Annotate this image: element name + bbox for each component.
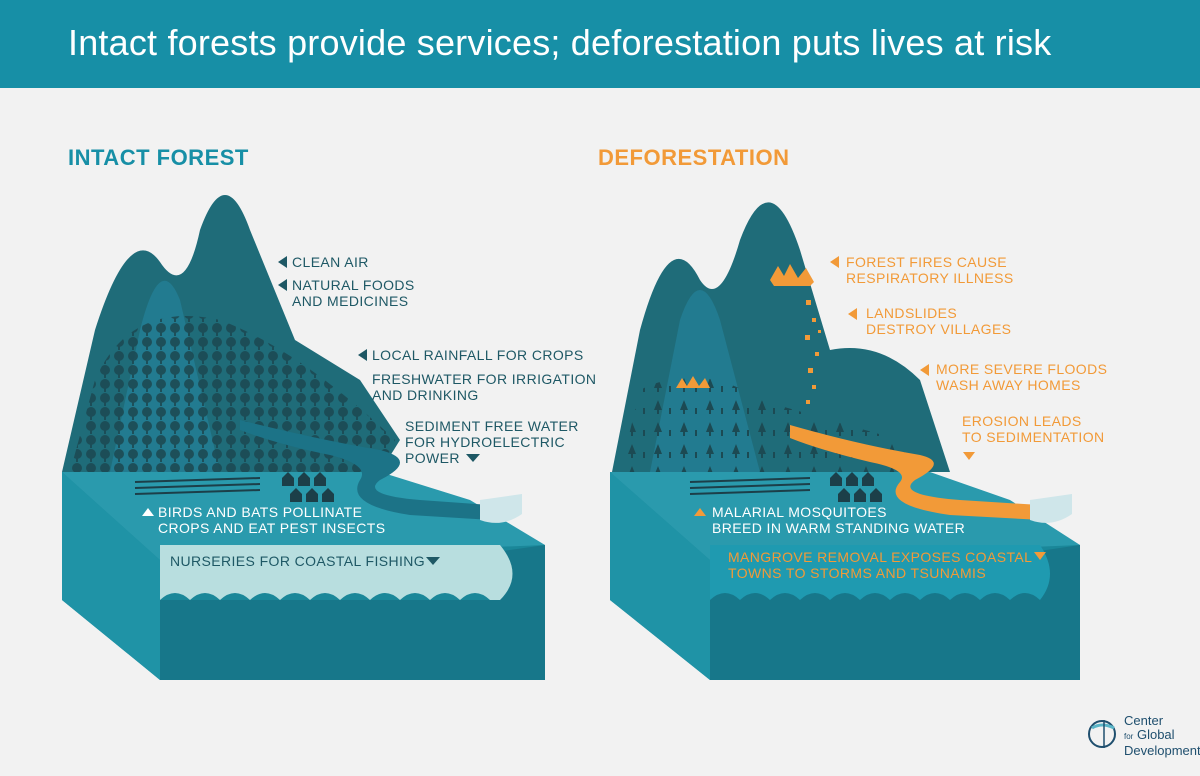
forest-fire-top xyxy=(770,264,814,286)
marker-birds xyxy=(142,508,154,516)
crop-field-2 xyxy=(689,477,811,495)
label-malaria: MALARIAL MOSQUITOES BREED IN WARM STANDI… xyxy=(712,504,966,536)
marker-clean-air xyxy=(278,256,287,268)
marker-mangrove xyxy=(1034,552,1046,560)
exposed-coast xyxy=(710,545,1050,600)
marker-floods xyxy=(920,364,929,376)
marker-malaria xyxy=(694,508,706,516)
label-natural-foods: NATURAL FOODS AND MEDICINES xyxy=(292,277,415,309)
logo-text: Center for Global Development xyxy=(1124,713,1200,758)
label-forest-fires: FOREST FIRES CAUSE RESPIRATORY ILLNESS xyxy=(846,254,1014,286)
label-local-rainfall: LOCAL RAINFALL FOR CROPS xyxy=(372,347,584,363)
label-clean-air: CLEAN AIR xyxy=(292,254,369,270)
village-houses-2 xyxy=(830,472,882,502)
intact-forest-block xyxy=(62,195,545,680)
marker-sediment xyxy=(466,454,480,462)
ground-top xyxy=(62,472,545,560)
marker-natural-foods xyxy=(278,279,287,291)
marker-rainfall xyxy=(358,349,367,361)
label-landslides: LANDSLIDES DESTROY VILLAGES xyxy=(866,305,1012,337)
hydroelectric-dam xyxy=(480,494,522,523)
village-houses xyxy=(282,472,334,502)
intact-forest-title: INTACT FOREST xyxy=(68,145,249,170)
hydroelectric-dam-2 xyxy=(1030,494,1072,523)
deforestation-title: DEFORESTATION xyxy=(598,145,790,170)
ground-block-left-2 xyxy=(610,472,710,680)
deforestation-block xyxy=(610,202,1080,680)
label-sediment-free: SEDIMENT FREE WATER FOR HYDROELECTRIC PO… xyxy=(405,418,579,466)
forest-fire-left xyxy=(676,376,710,388)
marker-erosion xyxy=(963,452,975,460)
landslide-debris xyxy=(805,300,821,404)
waves xyxy=(160,593,500,600)
ground-top-2 xyxy=(610,472,1080,560)
marker-landslides xyxy=(848,308,857,320)
label-erosion: EROSION LEADS TO SEDIMENTATION xyxy=(962,413,1105,445)
ground-block-left xyxy=(62,472,160,680)
header-banner: Intact forests provide services; defores… xyxy=(0,0,1200,88)
coastal-lagoon xyxy=(160,545,513,600)
waves-2 xyxy=(710,593,1040,600)
marker-fires xyxy=(830,256,839,268)
river xyxy=(240,420,492,520)
page-title: Intact forests provide services; defores… xyxy=(68,22,1052,63)
globe-icon xyxy=(1088,720,1116,748)
label-nurseries: NURSERIES FOR COASTAL FISHING xyxy=(170,553,426,569)
cgd-logo: Center for Global Development xyxy=(1086,714,1200,762)
label-birds-bats: BIRDS AND BATS POLLINATE CROPS AND EAT P… xyxy=(158,504,386,536)
label-freshwater: FRESHWATER FOR IRRIGATION AND DRINKING xyxy=(372,371,597,403)
sediment-river xyxy=(790,425,1042,520)
label-floods: MORE SEVERE FLOODS WASH AWAY HOMES xyxy=(936,361,1108,393)
label-mangrove: MANGROVE REMOVAL EXPOSES COASTAL TOWNS T… xyxy=(728,549,1033,581)
crop-field xyxy=(134,477,261,495)
dense-forest xyxy=(70,316,395,472)
marker-nurseries xyxy=(426,557,440,565)
